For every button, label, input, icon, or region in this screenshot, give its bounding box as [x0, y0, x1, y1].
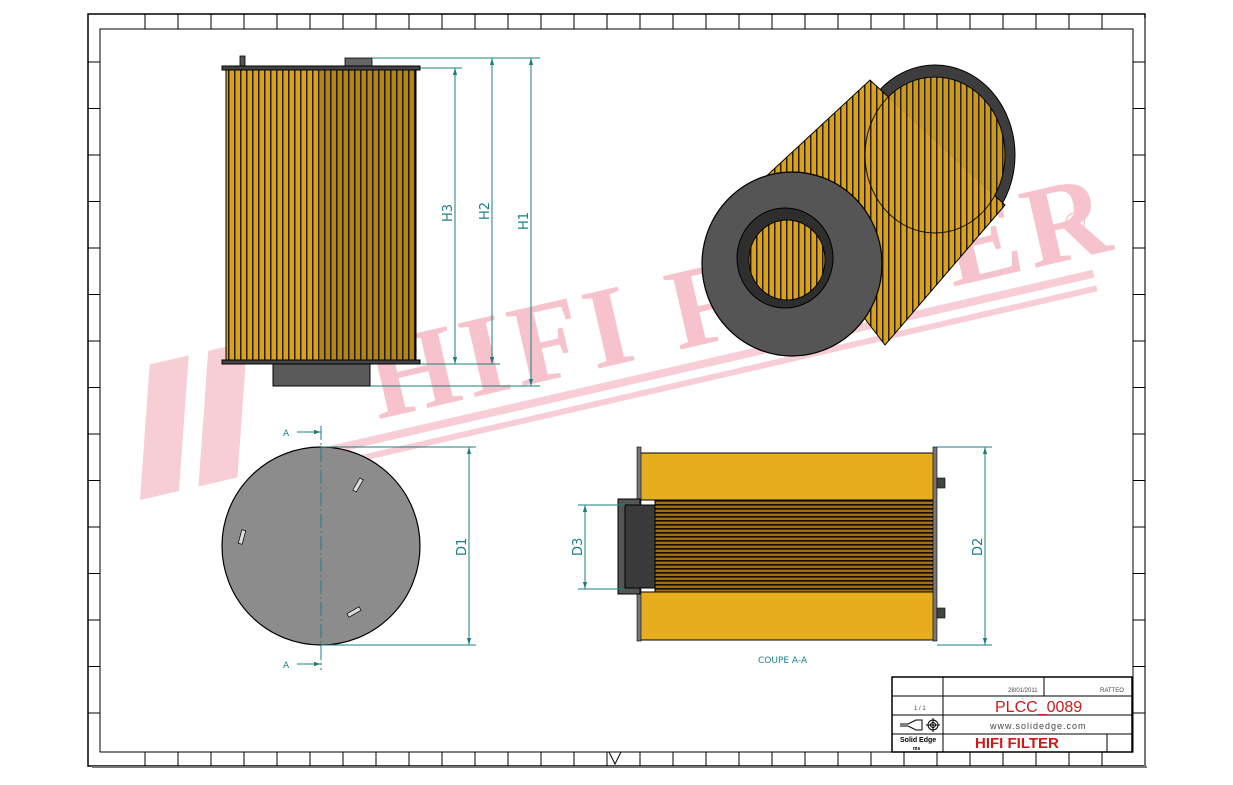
dim-d3: D3 — [571, 538, 586, 556]
dim-h2: H2 — [478, 202, 493, 220]
sheet-value: 1 / 1 — [914, 706, 926, 712]
dim-h1: H1 — [517, 212, 532, 230]
dim-h3: H3 — [441, 204, 456, 222]
website: www.solidedge.com — [989, 721, 1087, 731]
orientation-marker — [608, 751, 622, 766]
cut-marker-top: A — [283, 429, 290, 439]
front-view — [221, 55, 421, 387]
isometric-view — [701, 64, 1016, 357]
drawing-title: PLCC_0089 — [995, 699, 1082, 716]
title-block: 28/01/2011 RATTEO 1 / 1 PLCC_0089 www.so… — [891, 676, 1133, 753]
section-label: COUPE A-A — [758, 656, 808, 666]
top-view — [221, 426, 476, 670]
registered-mark: ® — [1065, 207, 1086, 238]
software-sub: ms — [913, 746, 920, 752]
software-name: Solid Edge — [900, 737, 936, 744]
sheet-border — [87, 13, 1147, 768]
dim-d2: D2 — [971, 538, 986, 556]
company-name: HIFI FILTER — [975, 735, 1059, 752]
drawn-by-value: RATTEO — [1100, 688, 1124, 694]
dim-d1: D1 — [455, 538, 470, 556]
height-dimensions — [370, 57, 540, 387]
cut-marker-bottom: A — [283, 661, 290, 671]
date-value: 28/01/2011 — [1008, 688, 1038, 694]
projection-symbol-icon — [900, 718, 940, 732]
section-view — [578, 446, 992, 646]
